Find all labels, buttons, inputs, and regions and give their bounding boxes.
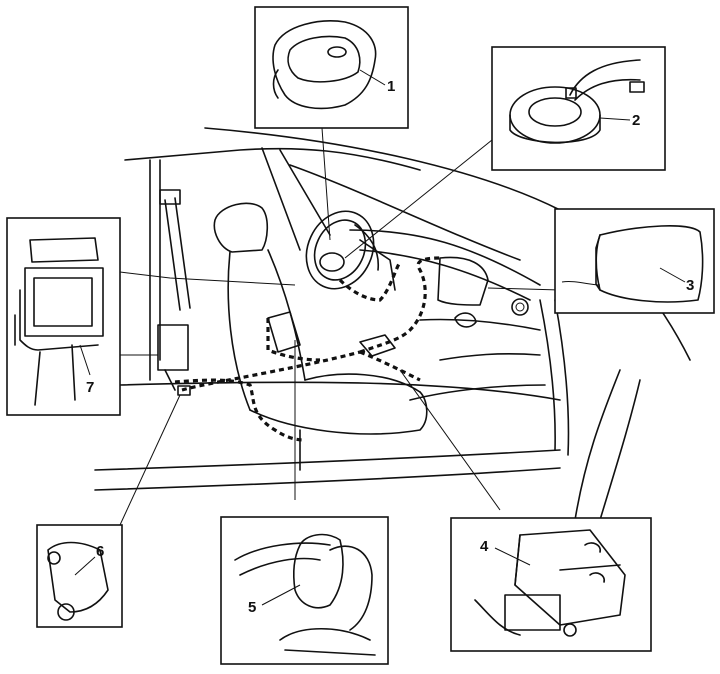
steering-wheel bbox=[305, 210, 396, 291]
callout-2: 2 bbox=[632, 112, 640, 129]
control-unit-in-car bbox=[359, 334, 396, 357]
seat-side-airbag-module bbox=[267, 311, 301, 353]
callout-1: 1 bbox=[387, 78, 395, 95]
callout-4: 4 bbox=[480, 538, 489, 555]
leader-lines bbox=[119, 127, 561, 526]
callout-3: 3 bbox=[686, 277, 694, 294]
airbag-control-unit-icon: 4 bbox=[450, 517, 652, 652]
passenger-airbag-icon: 3 bbox=[554, 208, 715, 314]
sensor-in-car bbox=[177, 385, 191, 396]
seatbelt-pretensioner-icon: 7 bbox=[6, 217, 121, 416]
passenger-airbag-in-dash bbox=[437, 256, 489, 306]
car-body-outline bbox=[94, 127, 691, 521]
side-airbag-icon: 5 bbox=[220, 516, 389, 665]
callout-5: 5 bbox=[248, 599, 256, 616]
seat-belt bbox=[157, 189, 191, 391]
side-impact-sensor-icon: 6 bbox=[36, 524, 123, 628]
clock-spring-icon: 2 bbox=[491, 46, 666, 171]
callout-7: 7 bbox=[86, 379, 94, 396]
driver-seat bbox=[213, 202, 428, 471]
callout-6: 6 bbox=[96, 543, 104, 560]
wiring-harness bbox=[174, 256, 441, 442]
steering-wheel-airbag-icon: 1 bbox=[254, 6, 409, 129]
